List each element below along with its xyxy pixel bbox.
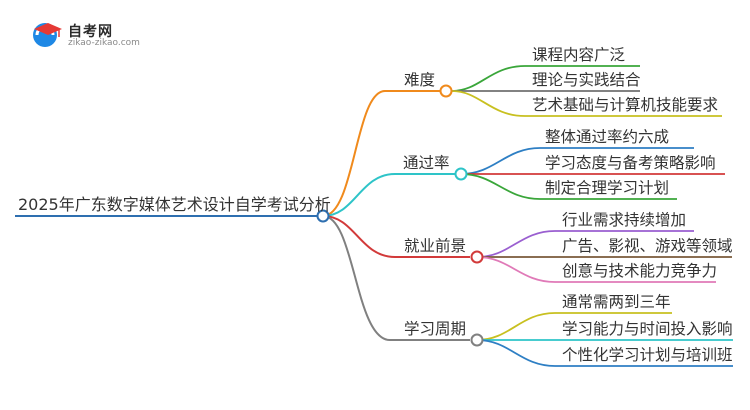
branch-study-duration: 学习周期	[404, 320, 467, 338]
root-node-dot	[316, 209, 330, 223]
leaf-label: 理论与实践结合	[532, 71, 641, 89]
logo-title: 自考网	[68, 24, 113, 40]
leaf-label: 学习态度与备考策略影响	[545, 154, 716, 172]
leaf-label: 课程内容广泛	[532, 46, 626, 64]
logo-cap-icon	[33, 23, 62, 47]
connector-root-difficulty	[322, 90, 446, 217]
leaf-label: 创意与技术能力竞争力	[562, 262, 718, 280]
connector-leaf	[476, 312, 672, 341]
leaf-label: 整体通过率约六成	[545, 128, 670, 146]
connector-leaf	[460, 147, 694, 175]
connector-root-duration	[322, 215, 470, 341]
branch-pass-rate: 通过率	[403, 154, 450, 172]
branch-node-dot	[470, 250, 484, 264]
root-topic: 2025年广东数字媒体艺术设计自学考试分析	[18, 195, 331, 214]
leaf-label: 学习能力与时间投入影响	[562, 320, 733, 338]
connector-leaf	[451, 65, 640, 92]
connector-leaf	[460, 173, 677, 200]
logo-url: zikao-zikao.com	[68, 38, 140, 48]
leaf-label: 艺术基础与计算机技能要求	[532, 96, 719, 114]
connector-root-career	[322, 215, 470, 258]
connector-leaf	[451, 90, 722, 117]
branch-node-dot	[454, 167, 468, 181]
connector-leaf	[476, 256, 716, 283]
leaf-label: 行业需求持续增加	[562, 211, 687, 229]
leaf-label: 制定合理学习计划	[545, 179, 670, 197]
leaf-label: 个性化学习计划与培训班	[562, 346, 733, 364]
leaf-label: 通常需两到三年	[562, 293, 671, 311]
connector-leaf	[476, 339, 733, 367]
connector-leaf	[476, 230, 694, 258]
leaf-label: 广告、影视、游戏等领域	[562, 237, 733, 255]
branch-node-dot	[470, 333, 484, 347]
branch-career-prospects: 就业前景	[404, 237, 467, 255]
connector-root-passrate	[322, 173, 455, 217]
site-logo[interactable]: 自考网 zikao-zikao.com	[30, 19, 140, 51]
branch-node-dot	[439, 84, 453, 98]
branch-difficulty: 难度	[404, 71, 436, 89]
